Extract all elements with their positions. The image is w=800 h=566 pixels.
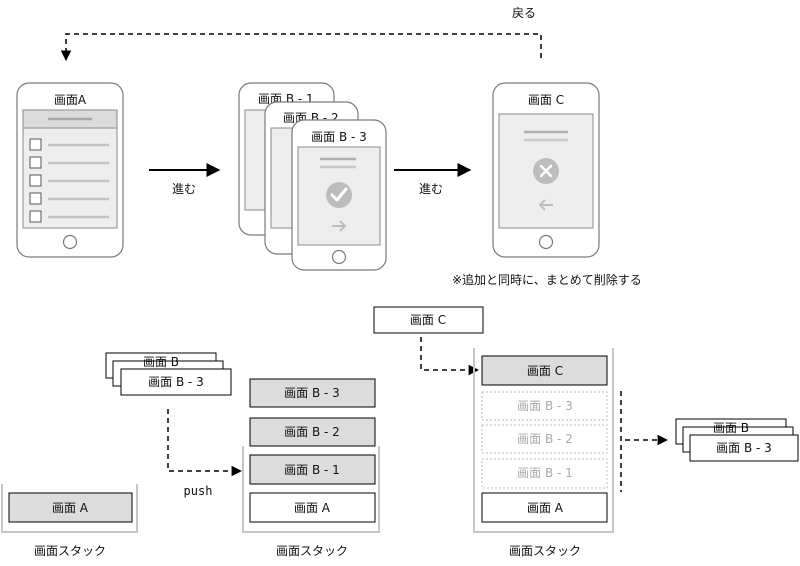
phone-c-title: 画面 C — [528, 93, 564, 107]
push-label: push — [184, 484, 213, 498]
stack-3-screen-a: 画面 A — [527, 501, 564, 515]
stack-2-caption: 画面スタック — [276, 544, 348, 558]
stack-3-removed-b2: 画面 B - 2 — [517, 432, 573, 446]
stack-3 — [473, 348, 614, 533]
stack-1-caption: 画面スタック — [34, 544, 106, 558]
stack-3-top-c: 画面 C — [527, 364, 563, 378]
check-icon — [326, 182, 352, 208]
stack-2-item-b2: 画面 B - 2 — [284, 425, 340, 439]
outgoing-b-front-box — [689, 434, 799, 462]
home-button-icon — [538, 234, 554, 250]
stack-1-screen-a: 画面 A — [52, 501, 89, 515]
stack-2-item-b3: 画面 B - 3 — [284, 386, 340, 400]
push-arrow — [167, 409, 243, 477]
back-label: 戻る — [512, 6, 536, 20]
outgoing-b-back-label: 画面 B — [713, 421, 749, 435]
stack-3-caption: 画面スタック — [509, 544, 581, 558]
phone-a — [16, 82, 124, 258]
forward-label-1: 進む — [172, 182, 196, 196]
stack-2 — [242, 378, 380, 533]
outgoing-b-front-label: 画面 B - 3 — [716, 441, 772, 455]
forward-label-2: 進む — [419, 182, 443, 196]
incoming-c-box — [373, 306, 484, 334]
arrow-left-icon — [538, 199, 553, 211]
stack-3-removed-b3: 画面 B - 3 — [517, 399, 573, 413]
phone-a-title: 画面A — [54, 93, 87, 107]
phone-b-3-title: 画面 B - 3 — [311, 130, 367, 144]
home-button-icon — [62, 234, 78, 250]
phone-b-3 — [291, 119, 387, 271]
stack-2-screen-a: 画面 A — [294, 501, 331, 515]
incoming-c-label: 画面 C — [410, 313, 446, 327]
back-arrow — [60, 33, 542, 62]
push-c-arrow — [420, 337, 480, 376]
stack-2-item-b1: 画面 B - 1 — [284, 463, 340, 477]
arrow-right-icon — [332, 220, 347, 232]
incoming-b-back-label: 画面 B — [143, 355, 179, 369]
close-icon — [533, 158, 559, 184]
checkbox-list — [29, 138, 109, 223]
home-button-icon — [331, 249, 347, 265]
stack-1 — [1, 484, 138, 533]
note-text: ※追加と同時に、まとめて削除する — [452, 272, 642, 287]
incoming-b-front-label: 画面 B - 3 — [148, 375, 204, 389]
phone-c — [492, 82, 600, 258]
stack-3-removed-b1: 画面 B - 1 — [517, 466, 573, 480]
